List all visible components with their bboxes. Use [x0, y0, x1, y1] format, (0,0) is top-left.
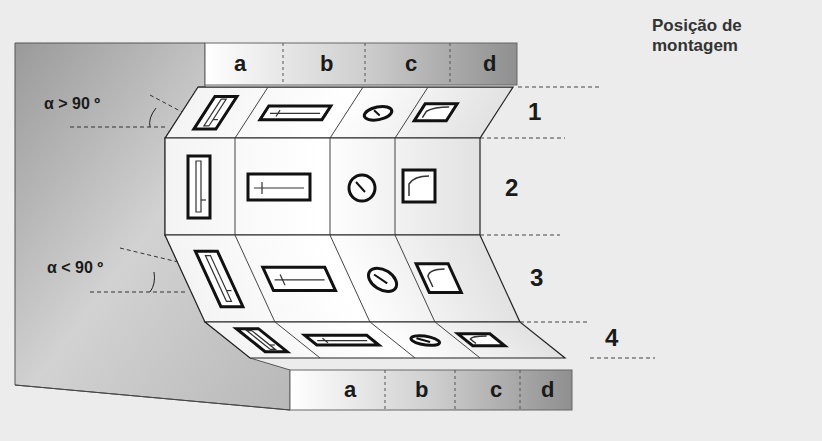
column-letter: d — [483, 51, 496, 77]
column-letter: d — [541, 377, 554, 403]
row-number: 3 — [530, 264, 543, 292]
column-letter: b — [415, 377, 428, 403]
column-letter: c — [490, 377, 502, 403]
column-letter: b — [320, 51, 333, 77]
column-letter: a — [234, 51, 246, 77]
row-number: 4 — [605, 324, 618, 352]
diagram-title: Posição de montagem — [652, 16, 792, 56]
column-letter: c — [405, 51, 417, 77]
row-number: 2 — [505, 174, 518, 202]
angle-label: α < 90 º — [47, 259, 103, 277]
column-letter: a — [344, 377, 356, 403]
row-number: 1 — [528, 98, 541, 126]
angle-label: α > 90 º — [44, 95, 100, 113]
